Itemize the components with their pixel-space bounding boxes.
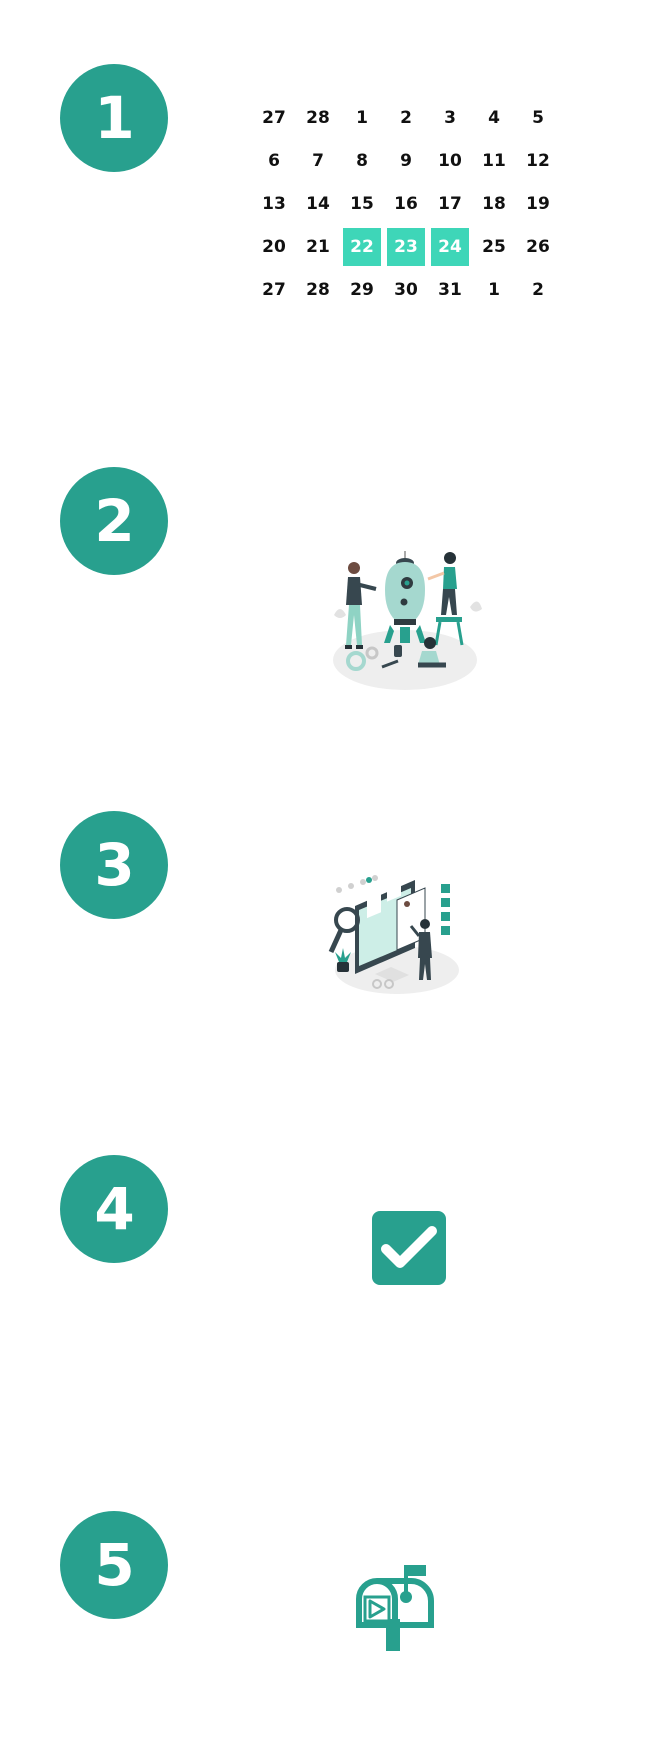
calendar-day: 3 <box>444 108 456 128</box>
calendar-day: 25 <box>482 237 506 257</box>
calendar-day: 28 <box>306 280 330 300</box>
mailbox-icon <box>356 1565 434 1651</box>
calendar-day: 4 <box>488 108 500 128</box>
calendar-day: 20 <box>262 237 286 257</box>
step-5-badge: 5 <box>60 1511 168 1619</box>
startup-team-rocket-illustration <box>333 551 482 690</box>
calendar-day: 1 <box>356 108 368 128</box>
calendar-day: 5 <box>532 108 544 128</box>
calendar-day: 15 <box>350 194 374 214</box>
calendar-day: 11 <box>482 151 506 171</box>
calendar-day: 12 <box>526 151 550 171</box>
step-1-badge: 1 <box>60 64 168 172</box>
calendar-day-highlighted: 24 <box>431 228 469 266</box>
calendar-day: 8 <box>356 151 368 171</box>
calendar-day: 27 <box>262 108 286 128</box>
calendar-day: 10 <box>438 151 462 171</box>
calendar-day-highlighted: 22 <box>343 228 381 266</box>
calendar-day: 2 <box>400 108 412 128</box>
calendar-day: 28 <box>306 108 330 128</box>
calendar-day: 17 <box>438 194 462 214</box>
calendar-day: 9 <box>400 151 412 171</box>
calendar-day-highlighted: 23 <box>387 228 425 266</box>
checkbox-checked-icon <box>372 1211 446 1285</box>
calendar-day: 7 <box>312 151 324 171</box>
calendar-day: 26 <box>526 237 550 257</box>
calendar-day: 29 <box>350 280 374 300</box>
calendar-day: 19 <box>526 194 550 214</box>
calendar-day: 2 <box>532 280 544 300</box>
calendar-day: 31 <box>438 280 462 300</box>
step-2-badge: 2 <box>60 467 168 575</box>
calendar-day: 21 <box>306 237 330 257</box>
step-4-badge: 4 <box>60 1155 168 1263</box>
calendar-day: 16 <box>394 194 418 214</box>
calendar-day: 14 <box>306 194 330 214</box>
recruitment-screen-search-illustration <box>328 875 459 994</box>
calendar-day: 13 <box>262 194 286 214</box>
calendar-day: 1 <box>488 280 500 300</box>
step-3-badge: 3 <box>60 811 168 919</box>
calendar-day: 18 <box>482 194 506 214</box>
calendar-day: 27 <box>262 280 286 300</box>
calendar-day: 6 <box>268 151 280 171</box>
calendar-day: 30 <box>394 280 418 300</box>
